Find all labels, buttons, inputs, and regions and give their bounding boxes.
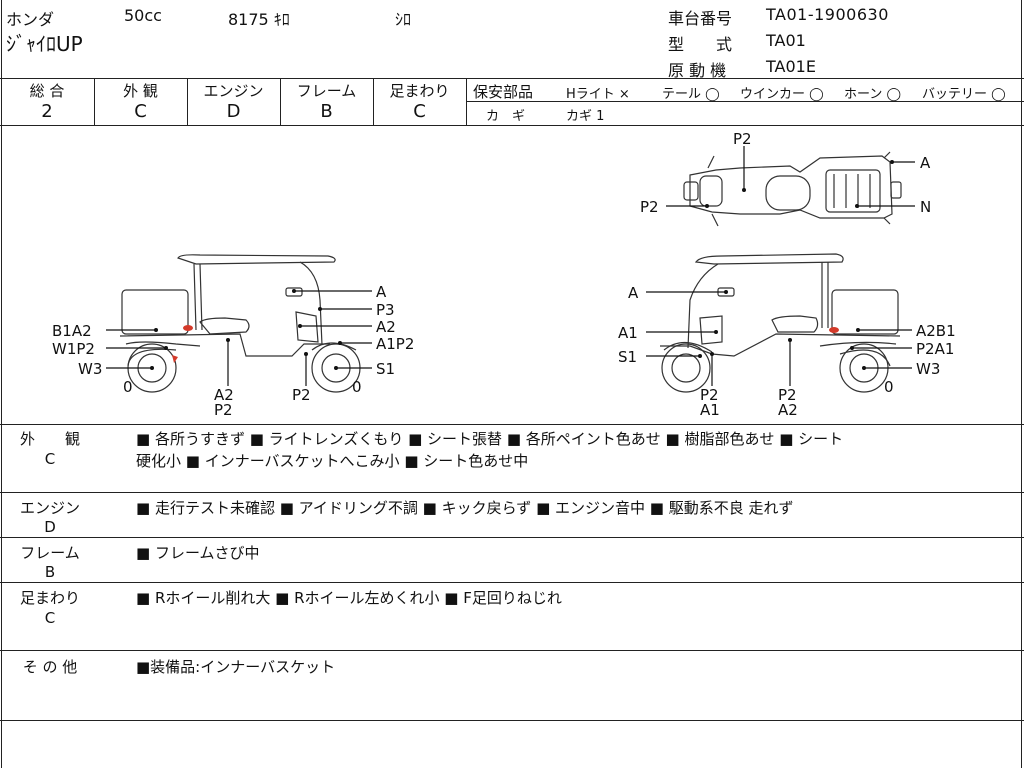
left-side-callouts (106, 290, 372, 386)
grade-label-frame: フレーム (296, 82, 357, 100)
safety-title: 保安部品 (473, 83, 534, 101)
remark-text-line1: ■装備品:インナーバスケット (136, 658, 336, 676)
left-label-a2: A2 (376, 318, 396, 336)
model-code-label: 型 式 (668, 35, 733, 54)
right-red-marks (829, 327, 839, 333)
remark-grade: B (44, 563, 56, 581)
remark-text-line1: ■ フレームさび中 (136, 544, 260, 562)
left-label-w3: W3 (78, 360, 102, 378)
divider (0, 492, 1024, 493)
right-label-a: A (628, 284, 639, 302)
model-code-value: TA01 (766, 31, 806, 50)
left-label-b1a2: B1A2 (52, 322, 92, 340)
right-side-callouts (646, 291, 912, 386)
divider (0, 582, 1024, 583)
divider (0, 537, 1024, 538)
remark-label: エンジン (19, 499, 80, 517)
left-label-zero-front: 0 (352, 378, 362, 396)
remark-text-line1: ■ 走行テスト未確認 ■ アイドリング不調 ■ キック戻らず ■ エンジン音中 … (136, 499, 794, 517)
remark-text-line2: 硬化小 ■ インナーバスケットへこみ小 ■ シート色あせ中 (136, 452, 529, 470)
grade-label-overall: 総 合 (29, 82, 65, 100)
battery-status: バッテリー ◯ (922, 87, 1006, 102)
grade-value-suspension: C (413, 101, 426, 122)
key-label: カ ギ (486, 109, 526, 124)
remark-label: 足まわり (19, 589, 80, 607)
right-side-scooter (660, 253, 901, 393)
winker-status: ウインカー ◯ (740, 87, 824, 102)
divider (280, 78, 281, 126)
key-value: カギ 1 (566, 109, 605, 124)
right-label-p2-right: P2 (778, 386, 797, 404)
grade-value-frame: B (320, 101, 333, 122)
displacement-text: 50cc (124, 6, 162, 25)
right-label-zero: 0 (884, 378, 894, 396)
left-label-p3: P3 (376, 301, 395, 319)
divider (187, 78, 188, 126)
right-label-p2-left: P2 (700, 386, 719, 404)
remark-label: フレーム (20, 544, 80, 562)
top-view-scooter (683, 151, 902, 227)
divider (0, 650, 1024, 651)
right-label-a1: A1 (618, 324, 638, 342)
divider (0, 720, 1024, 721)
maker-text: ホンダ (6, 10, 55, 29)
mileage-text: 8175 ｷﾛ (228, 10, 290, 29)
left-red-marks (172, 325, 193, 363)
left-label-zero-rear: 0 (123, 378, 133, 396)
left-label-p2-mid: P2 (292, 386, 311, 404)
grade-label-suspension: 足まわり (389, 82, 450, 100)
right-label-s1: S1 (618, 348, 637, 366)
grade-label-exterior: 外 観 (123, 82, 158, 100)
left-label-p2-bottom: P2 (214, 401, 233, 419)
right-label-a1-bottom: A1 (700, 401, 720, 419)
top-label-p2-left: P2 (640, 198, 659, 216)
model-name: ｼﾞｬｲﾛUP (6, 32, 83, 56)
remark-grade: D (44, 518, 56, 536)
right-label-a2b1: A2B1 (916, 322, 956, 340)
top-view-callouts (666, 146, 915, 207)
left-side-scooter (119, 254, 361, 393)
frame-no-label: 車台番号 (668, 9, 733, 28)
remark-label: そ の 他 (22, 658, 78, 676)
grade-value-overall: 2 (41, 101, 53, 122)
top-label-p2: P2 (733, 130, 752, 148)
remark-grade: C (44, 450, 56, 468)
tail-status: テール ◯ (662, 87, 720, 102)
right-border (1021, 0, 1022, 768)
top-label-a: A (920, 154, 931, 172)
color-text: ｼﾛ (395, 10, 412, 29)
left-label-w1p2: W1P2 (52, 340, 95, 358)
grade-value-exterior: C (134, 101, 147, 122)
remark-text-line1: ■ 各所うすきず ■ ライトレンズくもり ■ シート張替 ■ 各所ペイント色あせ… (136, 430, 844, 448)
divider (94, 78, 95, 126)
left-border (1, 0, 2, 768)
remark-grade: C (44, 609, 56, 627)
engine-code-value: TA01E (766, 57, 816, 76)
left-label-s1: S1 (376, 360, 395, 378)
remark-text-line1: ■ Rホイール削れ大 ■ Rホイール左めくれ小 ■ F足回りねじれ (136, 589, 562, 607)
grade-label-engine: エンジン (203, 82, 264, 100)
divider (0, 125, 1024, 126)
left-label-a: A (376, 283, 387, 301)
top-label-n: N (920, 198, 931, 216)
divider (466, 101, 1024, 102)
frame-no-value: TA01-1900630 (766, 5, 889, 24)
divider (373, 78, 374, 126)
right-label-w3: W3 (916, 360, 940, 378)
right-label-a2-bottom: A2 (778, 401, 798, 419)
remark-label: 外 観 (19, 430, 80, 448)
headlight-status: Hライト × (566, 87, 630, 102)
engine-code-label: 原 動 機 (668, 61, 727, 80)
divider (0, 78, 1024, 79)
left-label-a2-bottom: A2 (214, 386, 234, 404)
divider (466, 78, 467, 126)
horn-status: ホーン ◯ (844, 87, 902, 102)
damage-diagram: P2 P2 A N A P3 (52, 130, 956, 419)
left-label-a1p2: A1P2 (376, 335, 414, 353)
grade-value-engine: D (226, 101, 241, 122)
right-label-p2a1: P2A1 (916, 340, 954, 358)
divider (0, 424, 1024, 425)
